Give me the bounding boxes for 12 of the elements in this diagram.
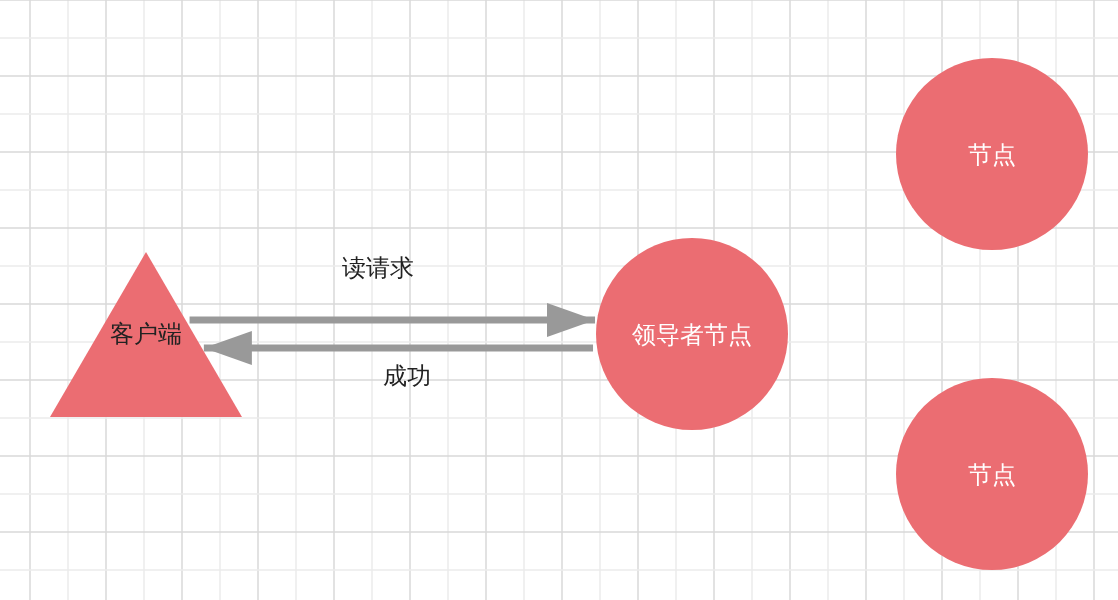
- arrow: [189, 303, 596, 337]
- circle-node: [896, 378, 1088, 570]
- circle-node: [596, 238, 788, 430]
- edge-label: 读请求: [342, 253, 414, 284]
- node-label: 节点: [967, 140, 1017, 171]
- node-label: 客户端: [109, 319, 183, 350]
- arrow: [203, 331, 594, 365]
- triangle-node: [50, 252, 242, 417]
- edge-label: 成功: [383, 361, 431, 392]
- node-label: 节点: [967, 460, 1017, 491]
- node-label: 领导者节点: [631, 320, 753, 351]
- circle-node: [896, 58, 1088, 250]
